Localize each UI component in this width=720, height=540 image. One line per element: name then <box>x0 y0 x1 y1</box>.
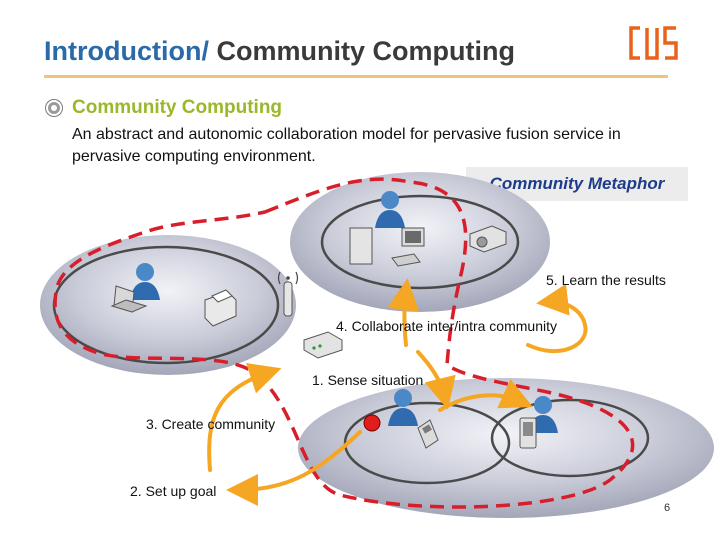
arrow-set-goal <box>226 430 362 506</box>
person-icon <box>130 263 160 300</box>
community-ring-bottom-right <box>490 398 650 478</box>
title-part-1: Introduction/ <box>44 36 209 66</box>
step-collaborate: 4. Collaborate inter/intra community <box>336 318 557 334</box>
projector-icon <box>469 225 507 253</box>
person-icon <box>388 389 418 426</box>
step-set-up-goal: 2. Set up goal <box>130 483 217 499</box>
slide-title: Introduction/ Community Computing <box>44 36 515 67</box>
desktop-pc-icon <box>349 227 425 267</box>
arrow-learn-results <box>387 278 420 347</box>
printer-icon <box>204 289 237 327</box>
page-number: 6 <box>664 502 671 514</box>
community-metaphor-label: Community Metaphor <box>466 167 688 201</box>
pda-icon <box>519 417 537 449</box>
community-disk-left <box>40 235 296 375</box>
arrow-inter-community <box>438 379 533 412</box>
mobile-phone-icon <box>417 419 439 449</box>
community-ring-top <box>320 194 520 290</box>
person-icon <box>375 191 405 228</box>
section-heading: Community Computing <box>72 97 283 118</box>
pervasive-environment-boundary <box>53 177 635 509</box>
step-learn-results: 5. Learn the results <box>546 272 666 288</box>
step-create-community: 3. Create community <box>146 416 276 432</box>
title-underline <box>44 75 668 78</box>
arrow-collaborate-loop <box>526 283 588 354</box>
arrow-create-community <box>207 363 282 472</box>
router-icon <box>303 331 343 359</box>
sensor-dot-icon <box>363 414 381 432</box>
wifi-antenna-icon <box>277 271 299 317</box>
community-disk-bottom <box>298 378 714 518</box>
bullet-icon <box>46 100 62 116</box>
step-sense-situation: 1. Sense situation <box>312 372 424 388</box>
cus-logo-icon <box>629 26 678 60</box>
section-description: An abstract and autonomic collaboration … <box>72 126 621 165</box>
title-part-2: Community Computing <box>208 36 515 66</box>
arrow-sense-situation <box>416 350 456 410</box>
laptop-icon <box>110 285 148 313</box>
